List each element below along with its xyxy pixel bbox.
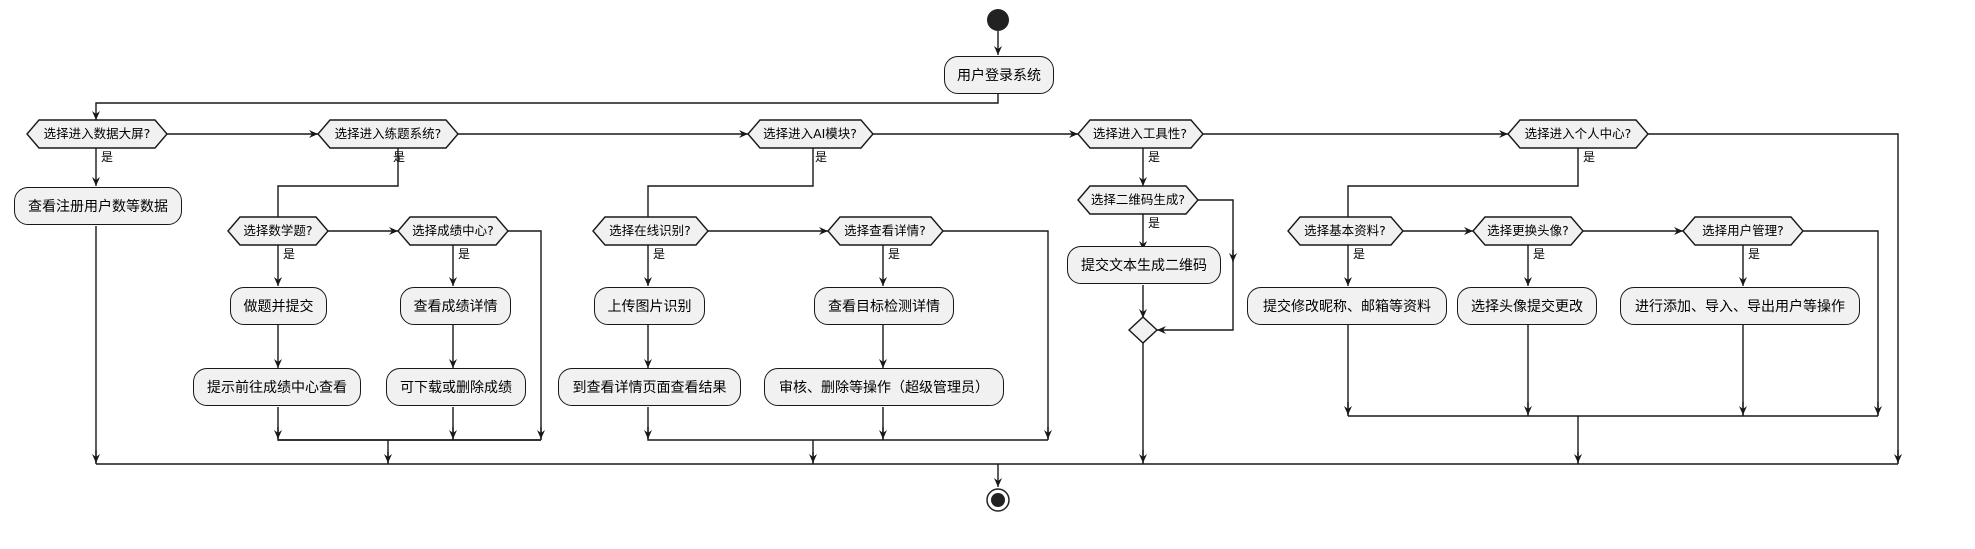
yes-label: 是 xyxy=(1533,247,1545,261)
decision-dashboard: 选择进入数据大屏? xyxy=(44,126,151,141)
decision-ai: 选择进入AI模块? xyxy=(763,126,857,141)
decision-personal: 选择进入个人中心? xyxy=(1525,126,1632,141)
flow-edges xyxy=(92,31,1899,487)
action-login: 用户登录系统 xyxy=(944,56,1054,94)
decision-details-shape xyxy=(827,216,944,246)
action-submit-text-qr: 提交文本生成二维码 xyxy=(1067,246,1221,284)
decision-online-recog: 选择在线识别? xyxy=(609,223,691,238)
yes-label: 是 xyxy=(653,247,665,261)
decision-dashboard-shape xyxy=(26,119,168,149)
decision-ai-shape xyxy=(747,119,874,149)
decision-tools: 选择进入工具性? xyxy=(1093,126,1187,141)
start-node xyxy=(987,9,1009,31)
yes-label: 是 xyxy=(888,247,900,261)
action-user-manage-ops: 进行添加、导入、导出用户等操作 xyxy=(1620,287,1860,325)
action-view-detect-detail: 查看目标检测详情 xyxy=(814,287,954,325)
action-view-register: 查看注册用户数等数据 xyxy=(14,187,182,225)
yes-label: 是 xyxy=(815,150,827,164)
merge-arrows xyxy=(92,250,1902,463)
action-change-avatar: 选择头像提交更改 xyxy=(1457,287,1597,325)
action-audit-delete: 审核、删除等操作（超级管理员） xyxy=(764,368,1004,406)
yes-label: 是 xyxy=(1353,247,1365,261)
action-view-score-detail: 查看成绩详情 xyxy=(400,287,511,325)
decision-recog-shape xyxy=(592,216,709,246)
yes-label: 是 xyxy=(393,150,405,164)
end-node xyxy=(986,488,1010,512)
decision-qr-shape xyxy=(1077,185,1199,215)
decision-practice: 选择进入练题系统? xyxy=(335,126,442,141)
decision-tools-shape xyxy=(1077,119,1204,149)
decision-avatar-shape xyxy=(1472,216,1584,246)
action-view-result: 到查看详情页面查看结果 xyxy=(558,368,741,406)
decision-avatar: 选择更换头像? xyxy=(1487,223,1569,238)
decision-qr: 选择二维码生成? xyxy=(1091,192,1185,207)
end-node-inner xyxy=(991,493,1005,507)
decision-view-details: 选择查看详情? xyxy=(844,223,926,238)
action-hint-score-center: 提示前往成绩中心查看 xyxy=(193,368,361,406)
action-upload-image: 上传图片识别 xyxy=(594,287,705,325)
decision-usermgmt-shape xyxy=(1682,216,1804,246)
decision-personal-shape xyxy=(1507,119,1649,149)
yes-label: 是 xyxy=(101,150,113,164)
decision-score-shape xyxy=(397,216,509,246)
yes-label: 是 xyxy=(1748,247,1760,261)
yes-label: 是 xyxy=(283,247,295,261)
decision-nodes xyxy=(26,119,1804,246)
yes-label: 是 xyxy=(458,247,470,261)
decision-practice-shape xyxy=(317,119,459,149)
action-edit-profile: 提交修改昵称、邮箱等资料 xyxy=(1247,287,1447,325)
decision-basic-info: 选择基本资料? xyxy=(1304,223,1386,238)
decision-math: 选择数学题? xyxy=(243,223,312,238)
decision-basic-shape xyxy=(1287,216,1404,246)
merge-diamond xyxy=(1127,316,1159,344)
yes-label: 是 xyxy=(1148,216,1160,230)
yes-label: 是 xyxy=(1583,150,1595,164)
decision-user-mgmt: 选择用户管理? xyxy=(1702,223,1784,238)
yes-label: 是 xyxy=(1148,150,1160,164)
decision-score-center: 选择成绩中心? xyxy=(412,223,494,238)
action-do-submit: 做题并提交 xyxy=(230,287,327,325)
action-download-delete-score: 可下载或删除成绩 xyxy=(386,368,526,406)
decision-math-shape xyxy=(227,216,329,246)
